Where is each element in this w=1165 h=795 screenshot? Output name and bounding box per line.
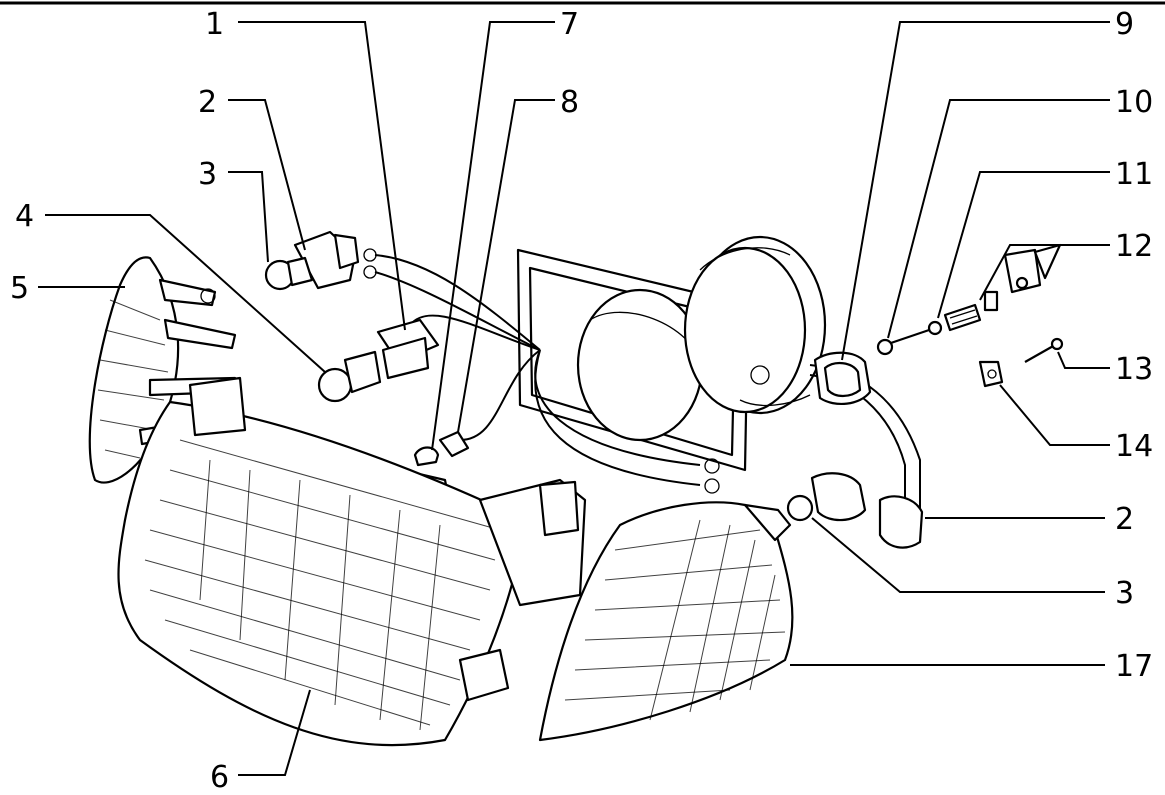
callout-8: 8 — [560, 85, 579, 120]
callout-7: 7 — [560, 7, 579, 42]
callout-13: 13 — [1115, 352, 1153, 387]
callout-3: 3 — [198, 157, 217, 192]
callout-11: 11 — [1115, 157, 1153, 192]
callout-6: 6 — [210, 760, 229, 795]
leader-lines — [38, 21, 1110, 776]
small-bulb-holder — [413, 430, 470, 467]
callout-14: 14 — [1115, 429, 1153, 464]
callout-9: 9 — [1115, 7, 1134, 42]
wiring-connector — [376, 318, 440, 380]
callout-4: 4 — [15, 199, 34, 234]
indicator-lens — [538, 501, 794, 742]
indicator-bulb-socket — [786, 351, 924, 549]
headlamp-main-lens — [117, 376, 587, 747]
callout-2: 2 — [198, 85, 217, 120]
callout-10: 10 — [1115, 85, 1153, 120]
side-bulb — [317, 350, 382, 403]
callout-12: 12 — [1115, 229, 1153, 264]
callout-5: 5 — [10, 271, 29, 306]
callout-17: 17 — [1115, 649, 1153, 684]
adjuster-hardware — [876, 243, 1064, 388]
callout-1: 1 — [205, 7, 224, 42]
upper-bulb-socket — [264, 230, 360, 291]
callout-2-lower: 2 — [1115, 502, 1134, 537]
reflector-bowl — [683, 235, 827, 415]
callout-3-lower: 3 — [1115, 576, 1134, 611]
